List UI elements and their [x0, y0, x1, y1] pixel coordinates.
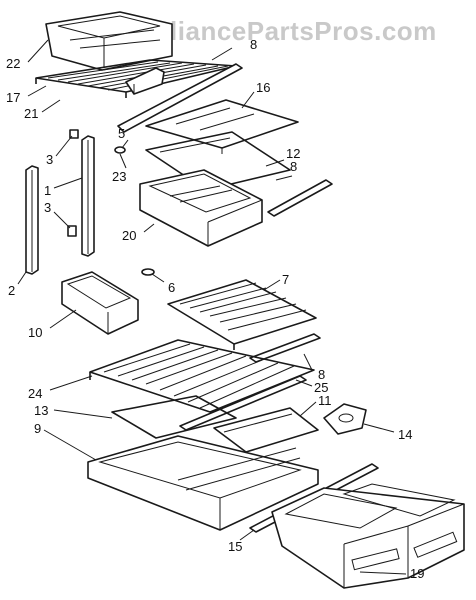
part-20-drawer: [139, 169, 263, 247]
part-13-glass-cover: [111, 395, 237, 439]
part-3-support-clips: [67, 129, 79, 237]
label-21: 21: [24, 106, 38, 121]
leader-lines: [17, 39, 407, 575]
part-8-lower-rail: [249, 333, 321, 363]
part-8-mid-rail: [267, 179, 333, 217]
part-14-clip: [323, 403, 367, 435]
label-10: 10: [28, 325, 42, 340]
label-5: 5: [118, 126, 125, 141]
label-9: 9: [34, 421, 41, 436]
part-7-wire-shelf: [167, 279, 317, 350]
label-22: 22: [6, 56, 20, 71]
part-2-support-rail: [25, 165, 39, 275]
part-8-top-rail: [117, 63, 243, 133]
part-24-wire-shelf: [89, 339, 315, 413]
label-19: 19: [410, 566, 424, 581]
part-25-rail: [179, 375, 307, 431]
label-6: 6: [168, 280, 175, 295]
label-25: 25: [314, 380, 328, 395]
part-5-clip: [114, 146, 126, 154]
label-2: 2: [8, 283, 15, 298]
label-3-upper: 3: [46, 152, 53, 167]
part-11-frame: [213, 407, 319, 453]
label-16: 16: [256, 80, 270, 95]
label-8-top: 8: [250, 37, 257, 52]
label-12: 12: [286, 146, 300, 161]
label-24: 24: [28, 386, 42, 401]
label-8-lower: 8: [318, 367, 325, 382]
label-7: 7: [282, 272, 289, 287]
label-11: 11: [318, 393, 332, 408]
part-21-bracket: [125, 67, 165, 95]
label-15: 15: [228, 539, 242, 554]
label-17: 17: [6, 90, 20, 105]
label-1: 1: [44, 183, 51, 198]
part-6-clip: [141, 268, 155, 276]
label-14: 14: [398, 427, 412, 442]
label-3-lower: 3: [44, 200, 51, 215]
part-9-crisper-tray: [87, 435, 319, 531]
part-19-crisper-drawers: [271, 483, 465, 589]
part-10-door-bin: [61, 271, 139, 335]
part-16-glass-shelf: [145, 99, 299, 154]
part-labels: 22 17 21 8 16 5 23 12 8 3 1 3 20 2 6 7 1…: [6, 37, 424, 581]
part-22-basket: [45, 11, 173, 71]
label-23: 23: [112, 169, 126, 184]
part-1-support-rail: [81, 135, 95, 257]
label-8-mid: 8: [290, 159, 297, 174]
label-20: 20: [122, 228, 136, 243]
label-13: 13: [34, 403, 48, 418]
